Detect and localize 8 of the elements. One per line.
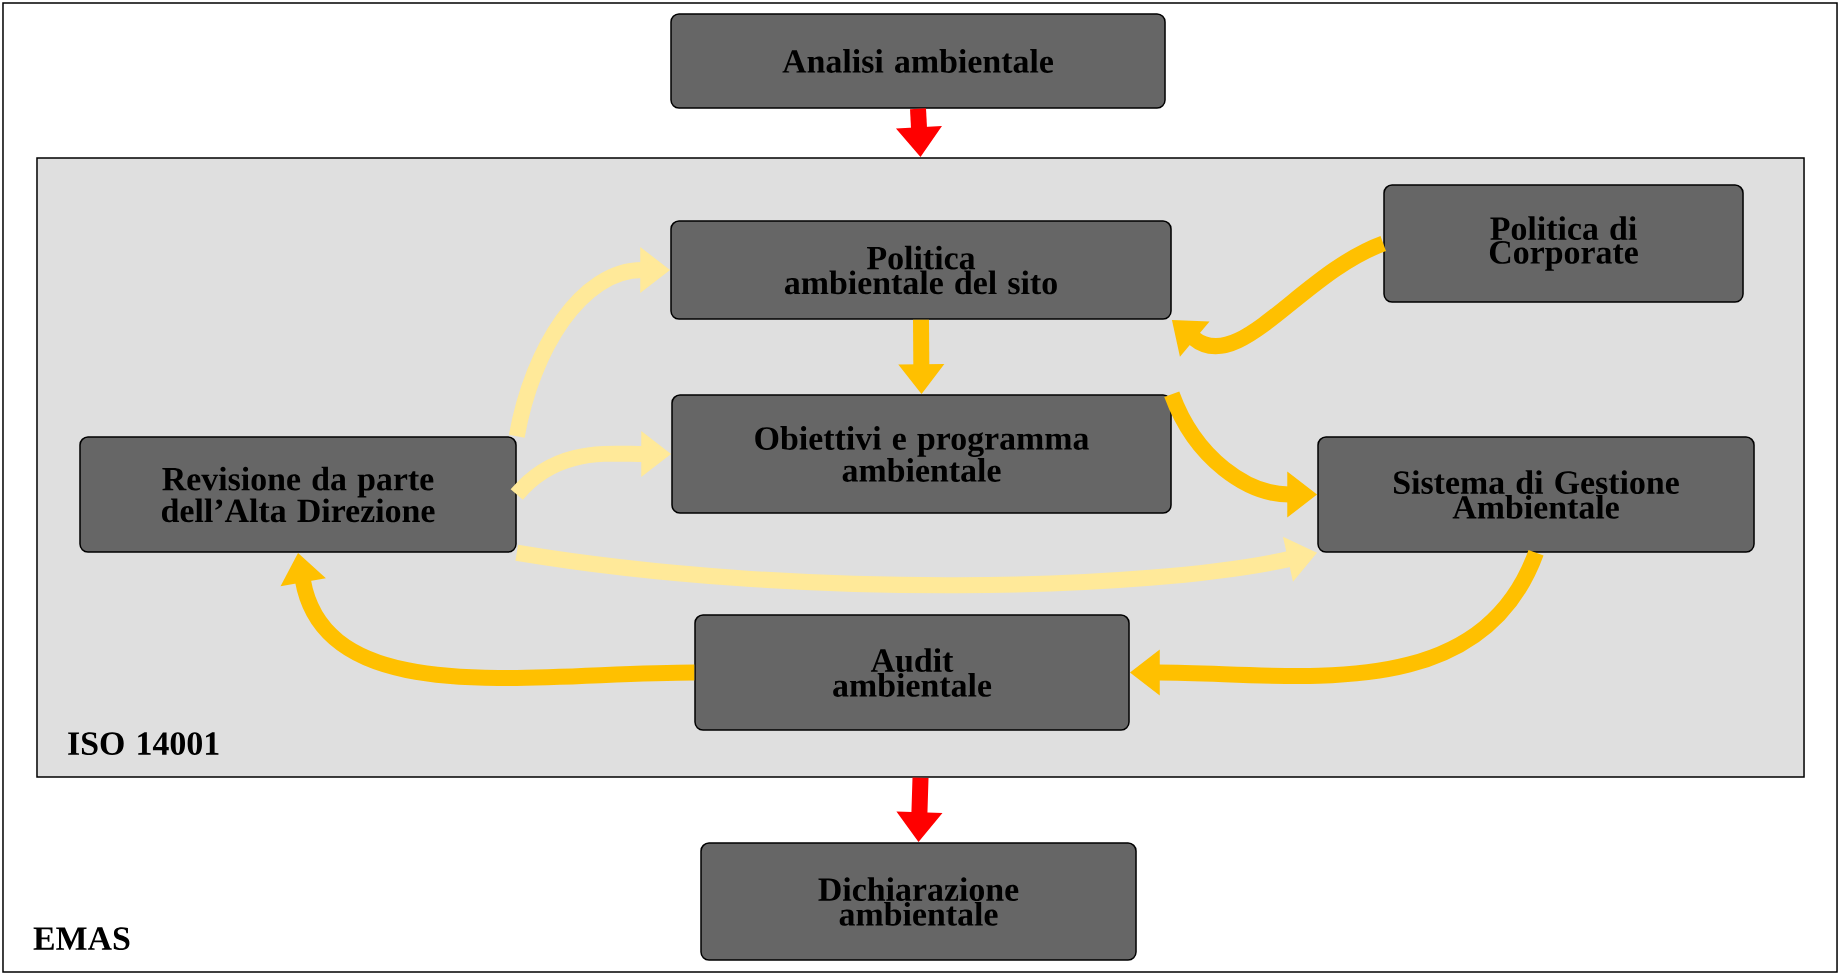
process-box: Analisi ambientale (670, 13, 1166, 109)
process-box: Revisione da parte dell’Alta Direzione (79, 436, 517, 553)
process-box: Politica ambientale del sito (670, 220, 1172, 320)
process-box: Sistema di Gestione Ambientale (1317, 436, 1755, 553)
process-box: Politica di Corporate (1383, 184, 1744, 303)
process-box: Obiettivi e programma ambientale (671, 394, 1172, 514)
process-box: Dichiarazione ambientale (700, 842, 1137, 961)
process-box: Audit ambientale (694, 614, 1130, 731)
